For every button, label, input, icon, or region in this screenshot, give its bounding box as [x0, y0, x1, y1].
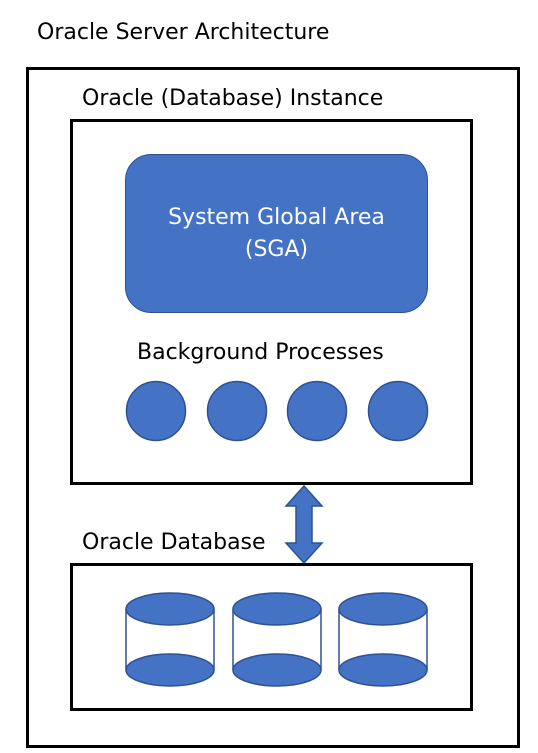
database-label: Oracle Database: [82, 530, 266, 555]
database-box: [70, 563, 473, 711]
background-processes-label: Background Processes: [137, 340, 384, 365]
sga-block: System Global Area (SGA): [125, 154, 428, 313]
sga-label-line1: System Global Area: [168, 204, 385, 230]
instance-label: Oracle (Database) Instance: [82, 86, 384, 111]
diagram-title: Oracle Server Architecture: [37, 20, 330, 45]
sga-label-line2: (SGA): [244, 236, 309, 262]
